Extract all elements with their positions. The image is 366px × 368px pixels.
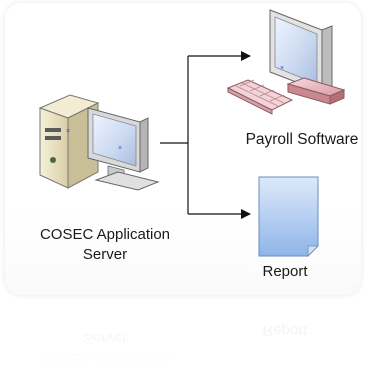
reflected-report-label: Report	[262, 322, 308, 339]
server-label-line2: Server	[82, 246, 128, 263]
server-computer-icon: × ×	[38, 94, 160, 191]
svg-text:×: ×	[118, 145, 122, 152]
svg-text:×: ×	[280, 65, 284, 72]
report-label: Report	[262, 263, 308, 280]
svg-text:×: ×	[66, 128, 70, 135]
payroll-label: Payroll Software	[245, 131, 359, 148]
connector-lines	[160, 51, 251, 219]
server-label: COSEC Application Server	[25, 225, 185, 265]
report-document-icon	[258, 176, 319, 257]
payroll-computer-icon: ×	[226, 9, 346, 115]
reflected-server-label: COSEC Application Server	[39, 330, 171, 367]
server-label-line1: COSEC Application	[39, 226, 171, 243]
reflection-effect: COSEC Application Server Report	[0, 295, 366, 368]
